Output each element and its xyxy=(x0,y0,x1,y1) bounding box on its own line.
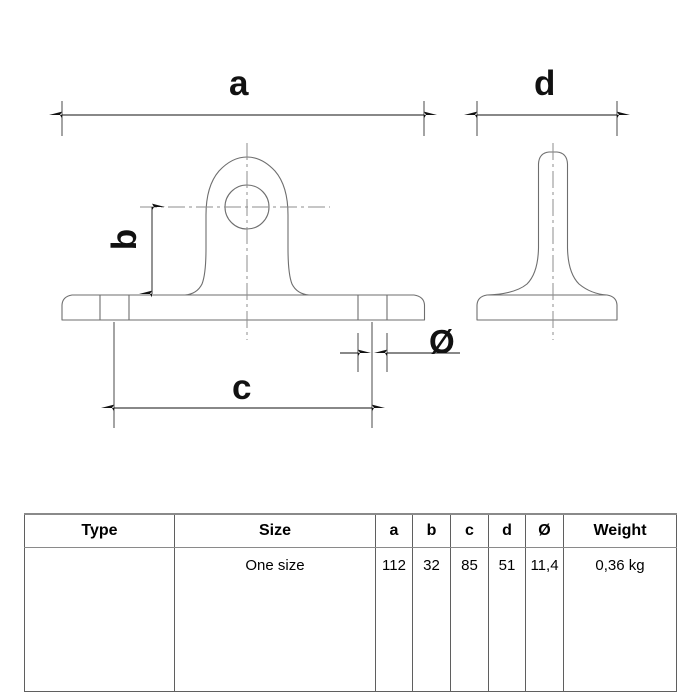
table-header-d: d xyxy=(488,513,526,548)
table-header-row: Type Size a b c d Ø Weight xyxy=(24,513,677,548)
table-header-type: Type xyxy=(24,513,175,548)
specification-table: Type Size a b c d Ø Weight One size 112 … xyxy=(24,513,677,692)
side-view xyxy=(476,151,618,321)
dimension-label-a: a xyxy=(229,64,249,103)
dimension-label-b: b xyxy=(105,228,145,251)
dimension-a xyxy=(49,101,437,136)
table-header-b: b xyxy=(412,513,451,548)
table-cell-size: One size xyxy=(174,547,376,692)
table-cell-weight: 0,36 kg xyxy=(563,547,677,692)
dimension-label-c: c xyxy=(232,368,252,407)
dimension-c xyxy=(101,322,385,428)
table-header-diameter: Ø xyxy=(525,513,564,548)
side-web-outline xyxy=(486,151,608,296)
dimension-label-d: d xyxy=(534,64,556,103)
table-cell-d: 51 xyxy=(488,547,526,692)
table-cell-a: 112 xyxy=(375,547,413,692)
table-header-weight: Weight xyxy=(563,513,677,548)
table-header-size: Size xyxy=(174,513,376,548)
table-header-c: c xyxy=(450,513,489,548)
table-cell-c: 85 xyxy=(450,547,489,692)
dimension-label-diameter: Ø xyxy=(429,323,455,360)
dimension-diameter xyxy=(340,333,460,372)
front-base-plate-outline xyxy=(61,294,426,321)
dimension-d xyxy=(464,101,630,136)
table-row: One size 112 32 85 51 11,4 0,36 kg xyxy=(24,547,677,692)
table-header-a: a xyxy=(375,513,413,548)
table-cell-diameter: 11,4 xyxy=(525,547,564,692)
front-view-centerlines xyxy=(140,143,330,340)
table-cell-b: 32 xyxy=(412,547,451,692)
table-cell-type xyxy=(24,547,175,692)
side-base-plate-outline xyxy=(476,294,618,321)
